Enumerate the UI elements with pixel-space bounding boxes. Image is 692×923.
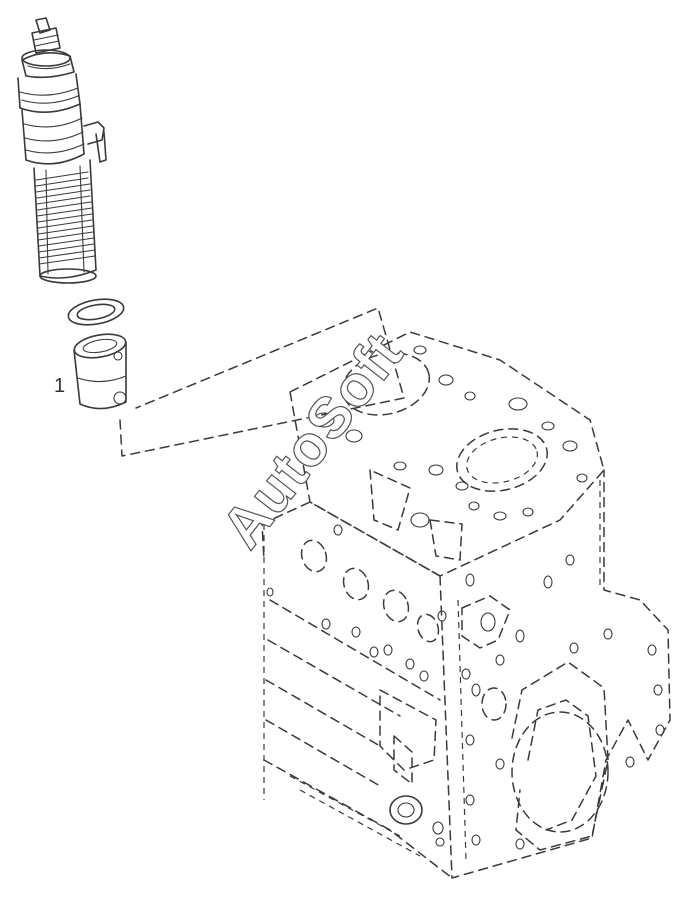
callout-label: 1 [54, 375, 65, 397]
leader-line [119, 307, 405, 457]
injector-sleeve [73, 333, 127, 410]
sealing-washer [67, 298, 125, 326]
engine-block [261, 331, 671, 879]
fuel-injector [17, 17, 107, 284]
